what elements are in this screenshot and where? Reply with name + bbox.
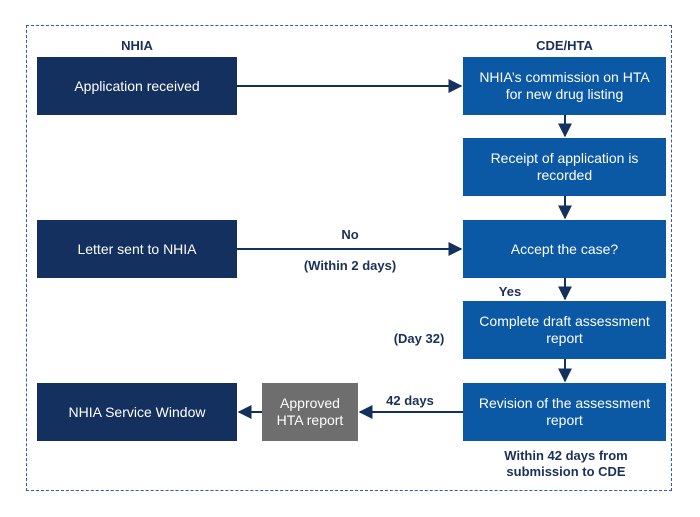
within-42-days-label: Within 42 days from submission to CDE xyxy=(504,448,628,479)
commission-box: NHIA’s commission on HTA for new drug li… xyxy=(463,57,666,115)
diagram-frame xyxy=(26,25,672,491)
accept-case-box: Accept the case? xyxy=(463,220,666,278)
yes-label: Yes xyxy=(498,284,522,299)
approved-report-box: Approved HTA report xyxy=(262,383,358,441)
42-days-label: 42 days xyxy=(386,393,434,408)
day-32-label: (Day 32) xyxy=(393,331,445,346)
draft-report-box: Complete draft assessment report xyxy=(463,301,666,359)
application-received-box: Application received xyxy=(37,57,237,115)
column-title-cde-hta: CDE/HTA xyxy=(536,38,593,53)
no-label: No xyxy=(341,227,359,242)
receipt-recorded-box: Receipt of application is recorded xyxy=(463,138,666,196)
within-2-days-label: (Within 2 days) xyxy=(303,258,397,273)
letter-sent-box: Letter sent to NHIA xyxy=(37,220,237,278)
revision-box: Revision of the assessment report xyxy=(463,383,666,441)
service-window-box: NHIA Service Window xyxy=(37,383,237,441)
column-title-nhia: NHIA xyxy=(121,38,153,53)
